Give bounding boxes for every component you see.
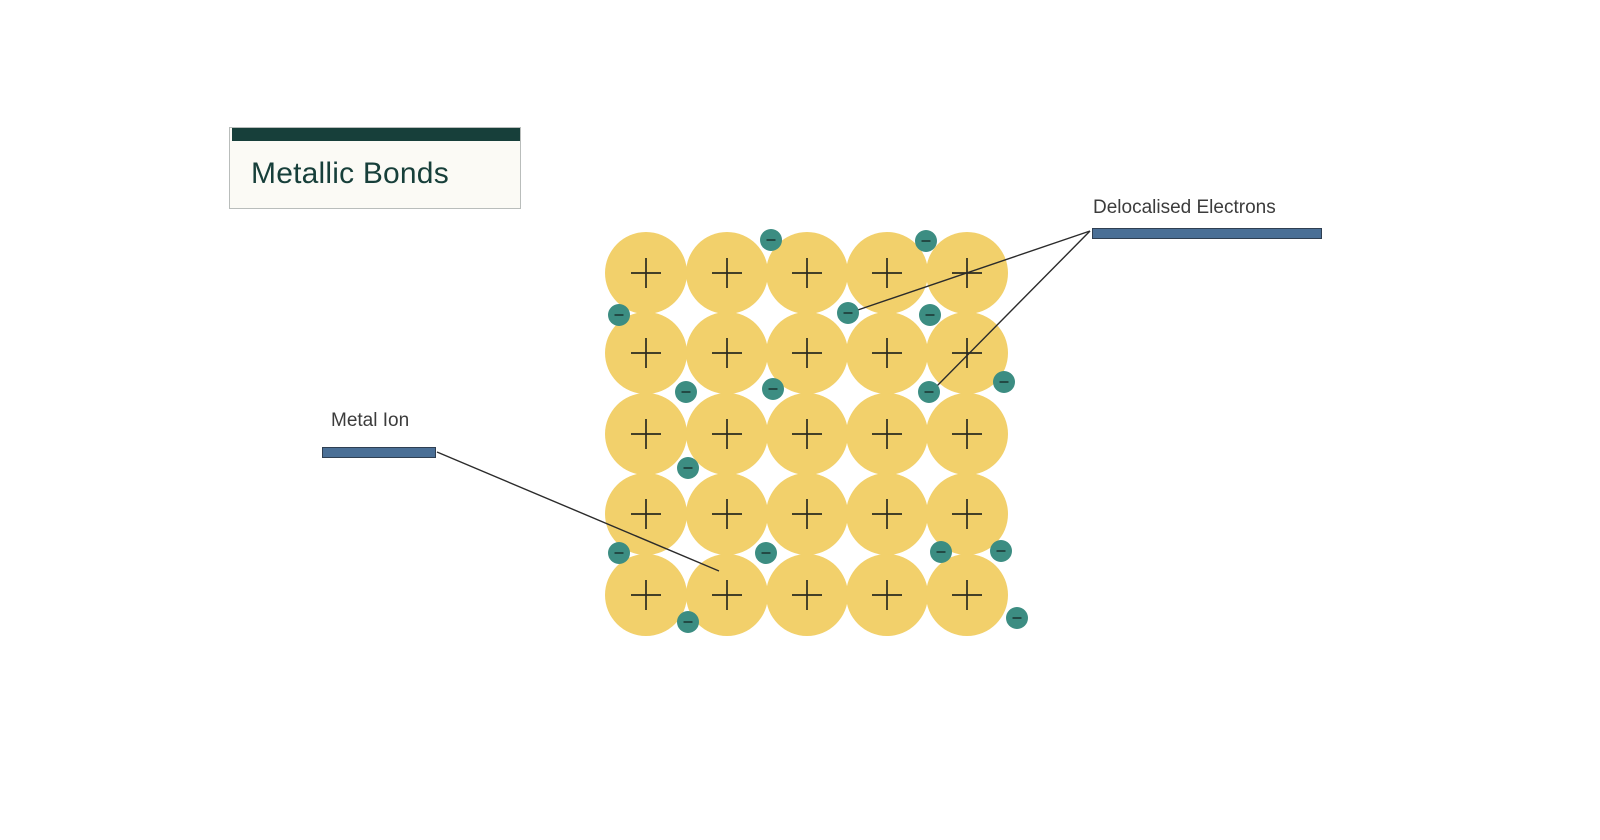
delocalised-electron (1006, 607, 1028, 629)
delocalised-electron (915, 230, 937, 252)
metal-ion-line (436, 451, 720, 572)
title-accent-bar (232, 128, 520, 141)
label-delocalised-electrons-bar (1092, 228, 1322, 239)
delocalised-electron (837, 302, 859, 324)
delocalised-electron (677, 611, 699, 633)
metal-ion (846, 473, 928, 555)
metal-ion (926, 393, 1008, 475)
metal-ion (605, 473, 687, 555)
label-metal-ion-bar (322, 447, 436, 458)
metal-ion (766, 393, 848, 475)
metal-ion (686, 554, 768, 636)
metal-ion (926, 554, 1008, 636)
metal-ion (766, 554, 848, 636)
delocalised-electron (608, 542, 630, 564)
delocalised-electron (993, 371, 1015, 393)
metal-ion (766, 312, 848, 394)
delocalised-electron (675, 381, 697, 403)
delocalised-electron (677, 457, 699, 479)
metal-ion (686, 232, 768, 314)
delocalised-line-2 (930, 230, 1091, 393)
leader-line-layer (436, 230, 1091, 572)
delocalised-electron (919, 304, 941, 326)
metal-ion (846, 312, 928, 394)
delocalised-electron (755, 542, 777, 564)
delocalised-electron (990, 540, 1012, 562)
metal-ion (605, 232, 687, 314)
metal-ion (766, 232, 848, 314)
metal-ion (605, 554, 687, 636)
metal-ion (926, 312, 1008, 394)
metal-ion-layer (605, 232, 1008, 636)
delocalised-electron (608, 304, 630, 326)
label-metal-ion: Metal Ion (331, 410, 410, 431)
metal-ion (686, 473, 768, 555)
metal-ion (605, 312, 687, 394)
metal-ion (926, 232, 1008, 314)
delocalised-electron (760, 229, 782, 251)
delocalised-electron-layer (608, 229, 1028, 633)
metal-ion (605, 393, 687, 475)
page-title: Metallic Bonds (251, 157, 449, 190)
metal-ion (686, 393, 768, 475)
delocalised-electron (930, 541, 952, 563)
metal-ion (846, 554, 928, 636)
delocalised-electron (918, 381, 940, 403)
label-delocalised-electrons: Delocalised Electrons (1093, 197, 1276, 218)
metal-ion (686, 312, 768, 394)
delocalised-electron (762, 378, 784, 400)
metal-ion (926, 473, 1008, 555)
metal-ion (766, 473, 848, 555)
delocalised-line-1 (848, 230, 1091, 314)
metal-ion (846, 393, 928, 475)
metal-ion (846, 232, 928, 314)
